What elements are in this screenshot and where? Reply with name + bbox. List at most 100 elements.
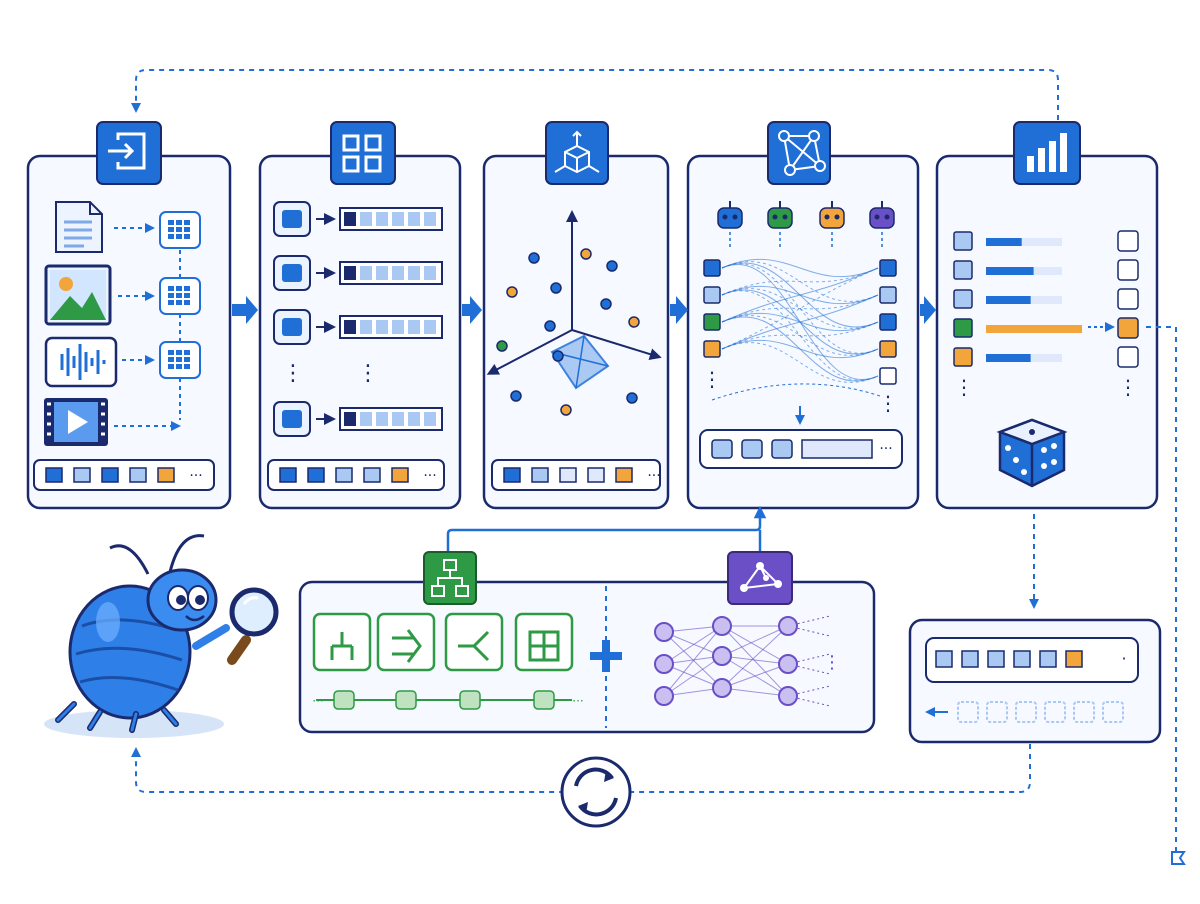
nn-edge xyxy=(787,615,831,637)
token-grid-cell xyxy=(176,364,182,369)
flow-arrows xyxy=(232,296,936,324)
token-grid-cell xyxy=(168,357,174,362)
nn-edge xyxy=(721,625,789,689)
token-row-cell xyxy=(408,320,420,334)
more-dots: ··· xyxy=(189,468,202,484)
probability-bar xyxy=(986,354,1031,362)
embedding-points xyxy=(496,248,640,416)
token-grid-cell xyxy=(184,220,190,225)
attend-output-cell xyxy=(711,439,733,459)
neural-network-icon: ⋮ xyxy=(654,615,841,707)
chain-node xyxy=(459,690,481,710)
top-feedback-loop-arrow xyxy=(131,69,1059,150)
hierarchy-header-icon xyxy=(423,551,477,605)
embedding-point xyxy=(550,282,562,294)
attention-key-cell xyxy=(879,259,897,277)
refresh-cycle-icon[interactable] xyxy=(560,756,632,828)
nn-edge xyxy=(721,687,789,697)
token-row-cell xyxy=(392,320,404,334)
nn-node xyxy=(654,654,674,674)
orange-robot-icon xyxy=(819,207,845,229)
tokenize-token-strip: ··· xyxy=(267,459,445,491)
attention-query-cell xyxy=(703,340,721,358)
chain-node xyxy=(395,690,417,710)
more-dots: ··· xyxy=(423,468,436,484)
nn-node xyxy=(654,686,674,706)
blue-robot-icon xyxy=(717,207,743,229)
token-row-cell xyxy=(424,212,436,226)
nn-node xyxy=(712,678,732,698)
embedding-point xyxy=(628,316,640,328)
nn-node xyxy=(778,616,798,636)
empty-slot xyxy=(986,701,1008,723)
embedding-point xyxy=(552,350,564,362)
attention-key-cell xyxy=(879,367,897,385)
green-robot-icon xyxy=(767,207,793,229)
attention-line xyxy=(721,267,879,350)
probability-bar xyxy=(986,325,1082,333)
ellipsis: ⋮ xyxy=(878,391,898,415)
output-token-cell xyxy=(953,347,973,367)
branch-icon xyxy=(444,612,504,672)
ellipsis: ⋮ xyxy=(823,652,841,673)
token-row-cell xyxy=(360,212,372,226)
panel-hybrid xyxy=(298,580,876,734)
robot-eye xyxy=(834,214,840,220)
token-grid-cell xyxy=(184,364,190,369)
nn-edge xyxy=(787,653,831,675)
input-token-strip: ··· xyxy=(33,459,215,491)
cube-3d-icon xyxy=(545,121,609,185)
output-token-cell xyxy=(953,231,973,251)
token-grid-cell xyxy=(184,286,190,291)
attention-line xyxy=(711,383,881,401)
image-icon xyxy=(44,264,112,326)
nn-edge xyxy=(721,625,789,657)
token-row-cell xyxy=(424,266,436,280)
token-row-cell xyxy=(376,412,388,426)
attention-columns: ⋮⋮ xyxy=(702,259,898,415)
probability-bar xyxy=(986,238,1022,246)
embedding-point xyxy=(560,404,572,416)
flow-arrow-1 xyxy=(232,296,258,324)
token-row-cell xyxy=(424,320,436,334)
nn-edge xyxy=(721,655,789,665)
token-row-cell xyxy=(344,412,356,426)
tool-glyph xyxy=(458,630,490,662)
robot-eye xyxy=(824,214,830,220)
tokenize-source-fill xyxy=(282,210,302,228)
tokenize-source-fill xyxy=(282,410,302,428)
token-row-cell xyxy=(376,266,388,280)
probability-bar xyxy=(986,267,1034,275)
robot-eye xyxy=(732,214,738,220)
network-graph-icon xyxy=(767,121,831,185)
candidate-cell xyxy=(1117,346,1139,368)
token-cell xyxy=(363,467,381,483)
token-grid-cell xyxy=(176,220,182,225)
token-grid-cell xyxy=(176,293,182,298)
token-grid-cell xyxy=(184,234,190,239)
attend-output-cell xyxy=(741,439,763,459)
purple-robot-icon xyxy=(869,207,895,229)
nn-node xyxy=(654,622,674,642)
dice-icon xyxy=(996,418,1068,488)
nn-edge xyxy=(663,625,723,665)
attention-line xyxy=(721,258,879,278)
token-row-cell xyxy=(408,412,420,426)
attention-line xyxy=(721,294,879,323)
robot-eye xyxy=(772,214,778,220)
plus-icon xyxy=(590,640,622,672)
attend-token-strip: ··· xyxy=(699,429,903,469)
token-row-cell xyxy=(344,266,356,280)
login-arrow-icon xyxy=(96,121,162,185)
agent-robots xyxy=(717,201,895,248)
token-grid-cell xyxy=(168,220,174,225)
attention-line xyxy=(721,315,879,356)
sequence-token xyxy=(1013,650,1031,668)
nn-edge xyxy=(721,625,789,697)
token-grid-cell xyxy=(176,300,182,305)
bar-chart-icon xyxy=(1013,121,1081,185)
flow-arrow-2 xyxy=(462,296,482,324)
more-dots: ··· xyxy=(572,694,583,708)
output-probabilities: ⋮⋮ xyxy=(953,230,1139,399)
token-row-cell xyxy=(408,266,420,280)
